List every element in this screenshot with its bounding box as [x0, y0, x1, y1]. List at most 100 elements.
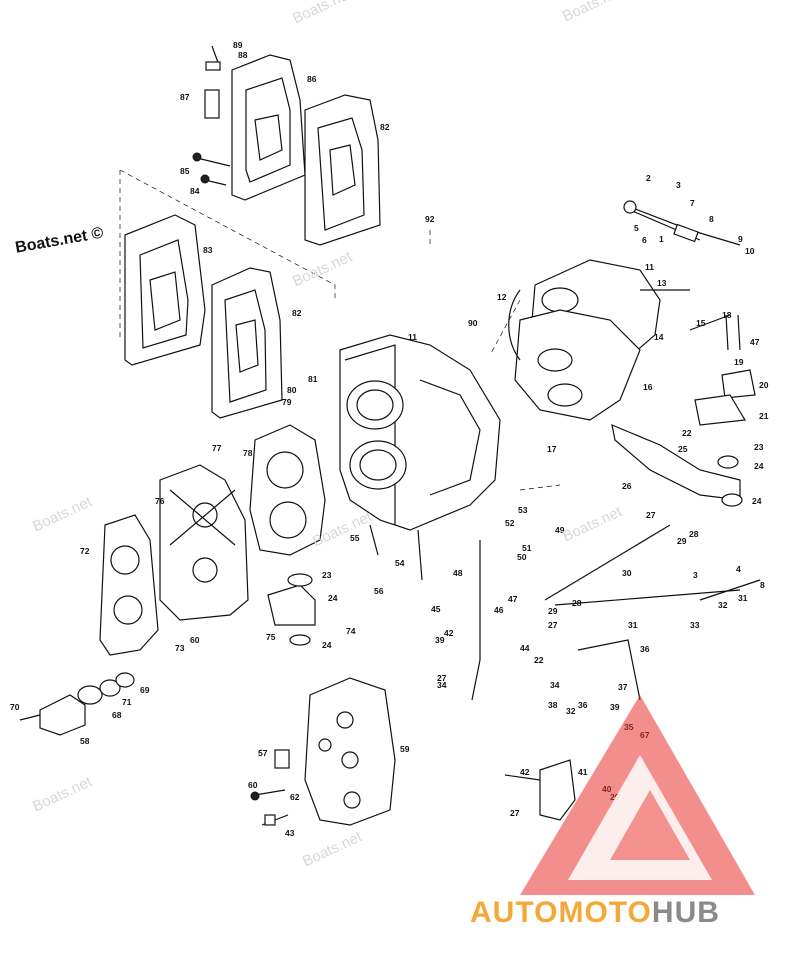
label: 32	[566, 706, 576, 716]
label: 39	[435, 635, 445, 645]
label: 39	[610, 702, 620, 712]
cover-plate-82-lower	[211, 267, 283, 419]
cover-plate-86	[231, 54, 306, 201]
label: 32	[718, 600, 728, 610]
label: 41	[578, 767, 588, 777]
label: 30	[622, 568, 632, 578]
label: 71	[122, 697, 132, 707]
label: 36	[578, 700, 588, 710]
label: 53	[518, 505, 528, 515]
label: 48	[453, 568, 463, 578]
label: 89	[233, 40, 243, 50]
exhaust-cover-57	[304, 677, 396, 826]
label: 25	[678, 444, 688, 454]
label: 47	[508, 594, 518, 604]
label: 23	[754, 442, 764, 452]
label: 7	[690, 198, 695, 208]
label: 24	[754, 461, 764, 471]
label: 76	[155, 496, 165, 506]
label: 13	[657, 278, 667, 288]
label: 82	[292, 308, 302, 318]
label: 28	[689, 529, 699, 539]
label: 22	[534, 655, 544, 665]
label: 27	[510, 808, 520, 818]
label: 60	[190, 635, 200, 645]
label: 17	[547, 444, 557, 454]
label: 1	[659, 234, 664, 244]
label: 11	[645, 262, 654, 272]
label: 87	[180, 92, 190, 102]
label: 24	[328, 593, 338, 603]
cover-plate-82-top	[304, 94, 381, 246]
label: 19	[734, 357, 744, 367]
label: 45	[431, 604, 441, 614]
label: 27	[437, 673, 447, 683]
label: 2	[646, 173, 651, 183]
label: 92	[425, 214, 435, 224]
label: 27	[548, 620, 558, 630]
label: 51	[522, 543, 532, 553]
label: 9	[738, 234, 743, 244]
crankcase-halves	[508, 259, 661, 421]
label: 72	[80, 546, 90, 556]
label: 15	[696, 318, 706, 328]
label: 43	[285, 828, 295, 838]
label: 26	[622, 481, 632, 491]
label: 4	[736, 564, 741, 574]
label: 46	[494, 605, 504, 615]
label: 11	[408, 332, 417, 342]
label: 16	[643, 382, 653, 392]
label: 21	[759, 411, 769, 421]
label: 12	[497, 292, 507, 302]
label: 27	[646, 510, 656, 520]
label: 54	[395, 558, 405, 568]
label: 31	[628, 620, 638, 630]
label: 83	[203, 245, 213, 255]
label: 22	[682, 428, 692, 438]
label: 79	[282, 397, 292, 407]
label: 56	[374, 586, 384, 596]
label: 29	[548, 606, 558, 616]
label: 42	[444, 628, 454, 638]
label: 82	[380, 122, 390, 132]
fittings-58-62	[250, 749, 290, 826]
label: 80	[287, 385, 297, 395]
label: 90	[468, 318, 478, 328]
label: 38	[548, 700, 558, 710]
dashed-guides	[119, 169, 561, 491]
label: 77	[212, 443, 222, 453]
label: 20	[759, 380, 769, 390]
label: 59	[400, 744, 410, 754]
label: 18	[722, 310, 732, 320]
label: 85	[180, 166, 190, 176]
label: 37	[618, 682, 628, 692]
label: 10	[745, 246, 755, 256]
label: 42	[520, 767, 530, 777]
label: 75	[266, 632, 276, 642]
label: 49	[555, 525, 565, 535]
label: 3	[676, 180, 681, 190]
label: 88	[238, 50, 248, 60]
label: 29	[677, 536, 687, 546]
label: 81	[308, 374, 318, 384]
label: 23	[322, 570, 332, 580]
label: 62	[290, 792, 300, 802]
label: 60	[248, 780, 258, 790]
cover-plate-83	[124, 214, 206, 366]
label: 33	[690, 620, 700, 630]
label: 36	[640, 644, 650, 654]
label: 5	[634, 223, 639, 233]
label: 24	[322, 640, 332, 650]
bolts-84-85	[192, 45, 231, 186]
label: 14	[654, 332, 664, 342]
label: 28	[572, 598, 582, 608]
label: 58	[80, 736, 90, 746]
label: 44	[520, 643, 530, 653]
throttle-linkage-top	[611, 200, 756, 507]
label: 50	[517, 552, 527, 562]
label: 73	[175, 643, 185, 653]
brand-part-2: HUB	[651, 896, 720, 929]
label: 84	[190, 186, 200, 196]
label: 34	[437, 680, 447, 690]
